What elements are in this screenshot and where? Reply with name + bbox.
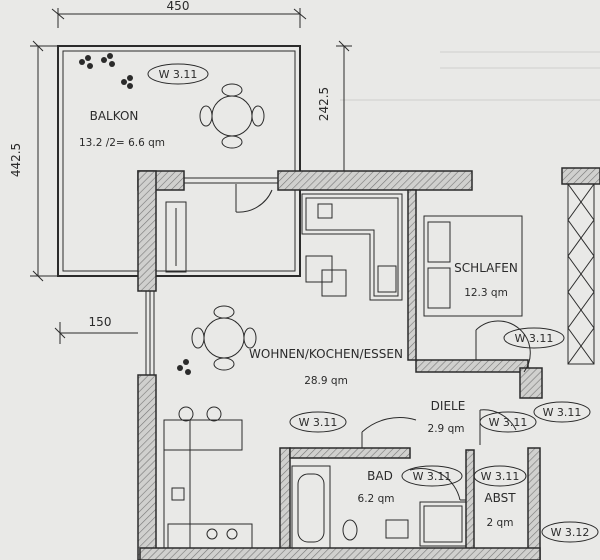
background-lines (340, 51, 600, 101)
furniture (163, 83, 523, 549)
tag-schlafen: W 3.11 (515, 332, 554, 345)
room-schlafen-name: SCHLAFEN (454, 261, 518, 275)
tag-diele-b: W 3.11 (543, 406, 582, 419)
room-schlafen-area: 12.3 qm (464, 287, 508, 299)
dimension-balcony-depth: 242.5 (317, 87, 331, 121)
room-abst-area: 2 qm (487, 517, 514, 529)
room-bad-name: BAD (367, 469, 393, 483)
room-balkon-area: 13.2 /2= 6.6 qm (79, 137, 165, 149)
walls (137, 167, 600, 560)
room-bad-area: 6.2 qm (358, 493, 395, 505)
room-diele-area: 2.9 qm (428, 423, 465, 435)
tag-neighbor: W 3.12 (551, 526, 590, 539)
tag-wohnen: W 3.11 (299, 416, 338, 429)
dimension-lines (30, 8, 352, 344)
plants-icon (79, 53, 191, 375)
room-diele-name: DIELE (431, 399, 466, 413)
room-balkon-name: BALKON (90, 109, 139, 123)
room-wohnen-area: 28.9 qm (304, 375, 348, 387)
room-abst-name: ABST (484, 491, 516, 505)
balcony-outline (57, 45, 301, 277)
tag-diele-a: W 3.11 (489, 416, 528, 429)
dimension-top-width: 450 (167, 0, 190, 13)
tag-abst: W 3.11 (481, 470, 520, 483)
tag-balkon: W 3.11 (159, 68, 198, 81)
room-wohnen-name: WOHNEN/KOCHEN/ESSEN (249, 347, 403, 361)
wall-tags (147, 63, 599, 543)
tag-bad: W 3.11 (413, 470, 452, 483)
wall-openings (145, 177, 595, 376)
dimension-left-height: 442.5 (9, 143, 23, 177)
dimension-offset: 150 (89, 315, 112, 329)
